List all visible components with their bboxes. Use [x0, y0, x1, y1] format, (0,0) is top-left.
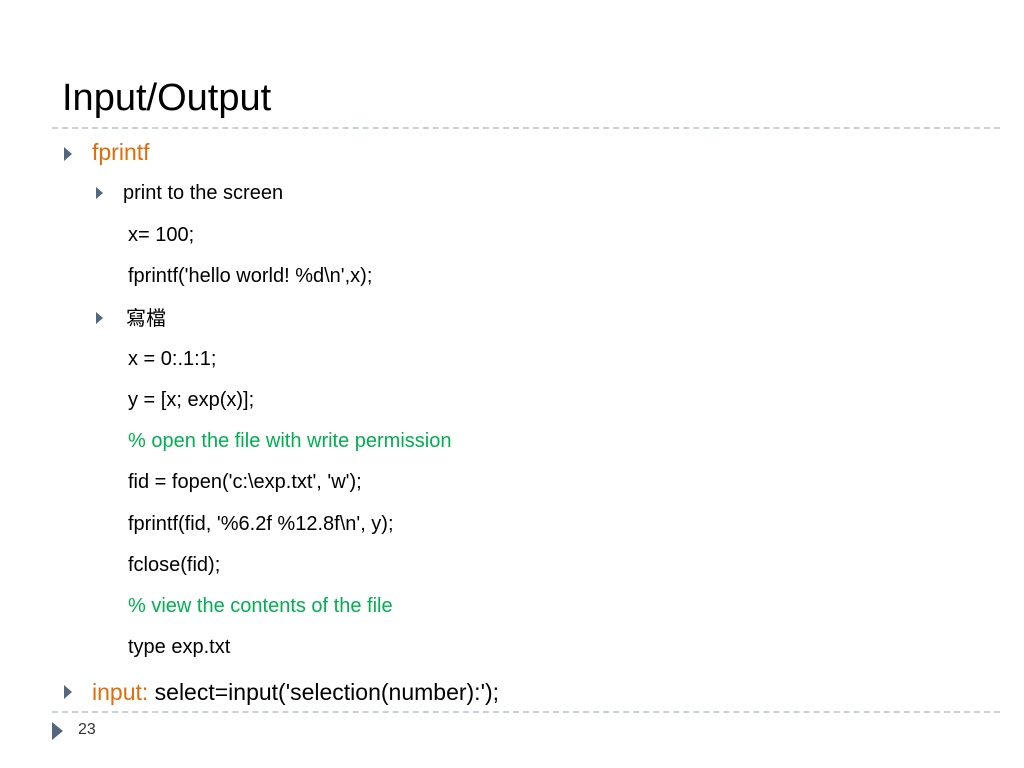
- footer-divider: [52, 711, 1000, 713]
- code-line: fprintf('hello world! %d\n',x);: [128, 265, 373, 287]
- input-line: input: select=input('selection(number):'…: [92, 677, 499, 707]
- slide-title: Input/Output: [62, 77, 272, 119]
- code-line: fprintf(fid, '%6.2f %12.8f\n', y);: [128, 513, 394, 535]
- print-screen-label: print to the screen: [123, 182, 284, 204]
- code-comment: % open the file with write permission: [128, 430, 452, 452]
- input-code: select=input('selection(number):');: [154, 679, 500, 705]
- fprintf-heading: fprintf: [92, 139, 150, 165]
- code-line: type exp.txt: [128, 636, 231, 658]
- title-divider: [52, 127, 1000, 129]
- footer-arrow-icon: [52, 722, 63, 740]
- code-line: fid = fopen('c:\exp.txt', 'w');: [128, 471, 362, 493]
- code-line: x= 100;: [128, 224, 195, 246]
- write-file-label: 寫檔: [126, 306, 166, 330]
- sub-bullet-arrow-icon: [96, 187, 103, 199]
- input-keyword: input:: [92, 679, 149, 705]
- code-line: fclose(fid);: [128, 554, 221, 576]
- code-line: x = 0:.1:1;: [128, 348, 217, 370]
- page-number: 23: [78, 721, 96, 738]
- code-line: y = [x; exp(x)];: [128, 389, 255, 411]
- bullet-arrow-icon: [64, 147, 72, 161]
- bullet-arrow-icon: [64, 685, 72, 699]
- sub-bullet-arrow-icon: [96, 312, 103, 324]
- code-comment: % view the contents of the file: [128, 595, 393, 617]
